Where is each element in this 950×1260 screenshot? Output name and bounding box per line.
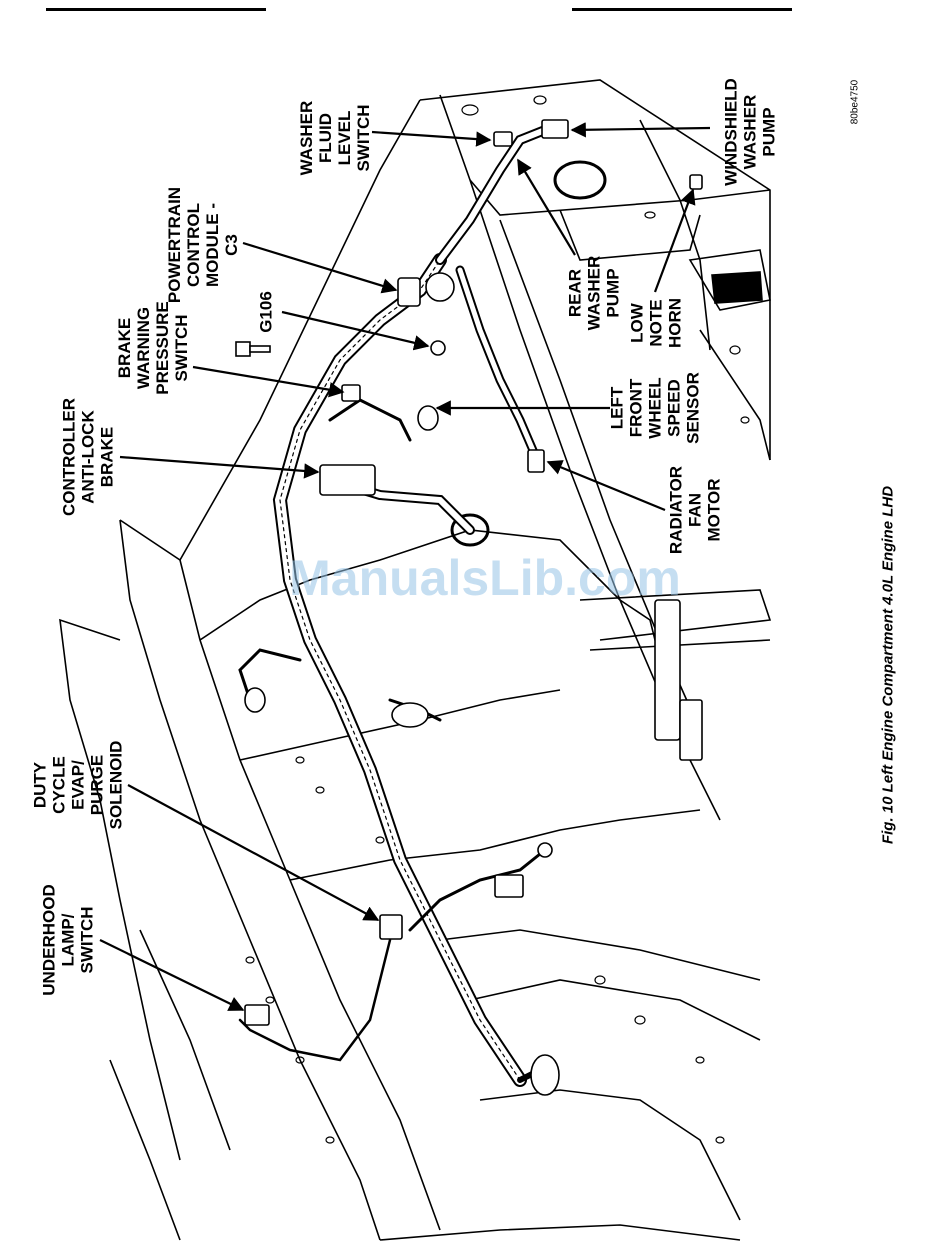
leader-brake-switch [192, 365, 345, 398]
bolt-shank [249, 345, 271, 353]
horn-connector [689, 174, 703, 190]
leader-lines [99, 122, 711, 1011]
label-washer-fluid-level-switch: WASHER FLUID LEVEL SWITCH [297, 100, 373, 176]
underhood-lamp-connector [244, 1004, 270, 1026]
g106-ground [430, 340, 446, 356]
leader-g106 [281, 310, 430, 351]
leader-windshield-washer-pump [570, 122, 711, 138]
vehicle-body-outline [59, 79, 772, 1241]
components [235, 119, 703, 1096]
label-left-front-wheel-speed-sensor: LEFT FRONT WHEEL SPEED SENSOR [607, 372, 703, 444]
body-holes [245, 95, 750, 1144]
leader-washer-fluid-level-switch [371, 130, 492, 147]
label-g106: G106 [256, 291, 276, 333]
radiator-support [654, 599, 681, 741]
washer-pump-connector [541, 119, 569, 139]
abs-controller-connector [319, 464, 376, 496]
fuse-block-connector [494, 874, 524, 898]
leader-low-note-horn [653, 188, 696, 293]
label-windshield-washer-pump: WINDSHIELD WASHER PUMP [721, 78, 779, 186]
header-rule-left [46, 8, 266, 11]
label-low-note-horn: LOW NOTE HORN [627, 297, 685, 349]
label-brake-warning-pressure-switch: BRAKE WARNING PRESSURE SWITCH [115, 301, 191, 395]
evap-solenoid-connector [379, 914, 403, 940]
leader-pcm [242, 241, 398, 294]
wiring-harness [238, 125, 553, 1087]
washer-level-connector [493, 131, 513, 147]
leader-radiator-fan-motor [546, 460, 666, 512]
figure-caption: Fig. 10 Left Engine Compartment 4.0L Eng… [879, 485, 897, 845]
harness-grommet [530, 1054, 560, 1096]
leader-underhood-lamp [99, 939, 245, 1011]
fan-motor-connector [527, 449, 545, 473]
label-powertrain-control-module: POWERTRAIN CONTROL MODULE - C3 [165, 186, 241, 304]
label-duty-cycle-evap-purge-solenoid: DUTY CYCLE EVAP/ PURGE SOLENOID [30, 740, 126, 830]
label-controller-anti-lock-brake: CONTROLLER ANTI-LOCK BRAKE [59, 397, 117, 517]
loop-clip [391, 702, 429, 728]
label-rear-washer-pump: REAR WASHER PUMP [565, 255, 623, 331]
pcm-grommet [425, 272, 455, 302]
watermark: ManualsLib.com [289, 550, 681, 606]
leader-evap-solenoid [127, 784, 380, 921]
brake-switch-connector [341, 384, 361, 402]
battery-terminal [537, 842, 553, 858]
leader-rear-washer-pump [517, 158, 576, 256]
wheel-speed-connector [417, 405, 439, 431]
clip-eye [244, 687, 266, 713]
header-rule-right [572, 8, 792, 11]
bracket [679, 699, 703, 761]
bolt-head [235, 341, 251, 357]
pcm-connector [397, 277, 421, 307]
label-underhood-lamp-switch: UNDERHOOD LAMP/ SWITCH [39, 884, 97, 996]
leader-abs-controller [119, 455, 320, 479]
figure-id: 80be4750 [849, 79, 861, 125]
label-radiator-fan-motor: RADIATOR FAN MOTOR [666, 465, 724, 555]
